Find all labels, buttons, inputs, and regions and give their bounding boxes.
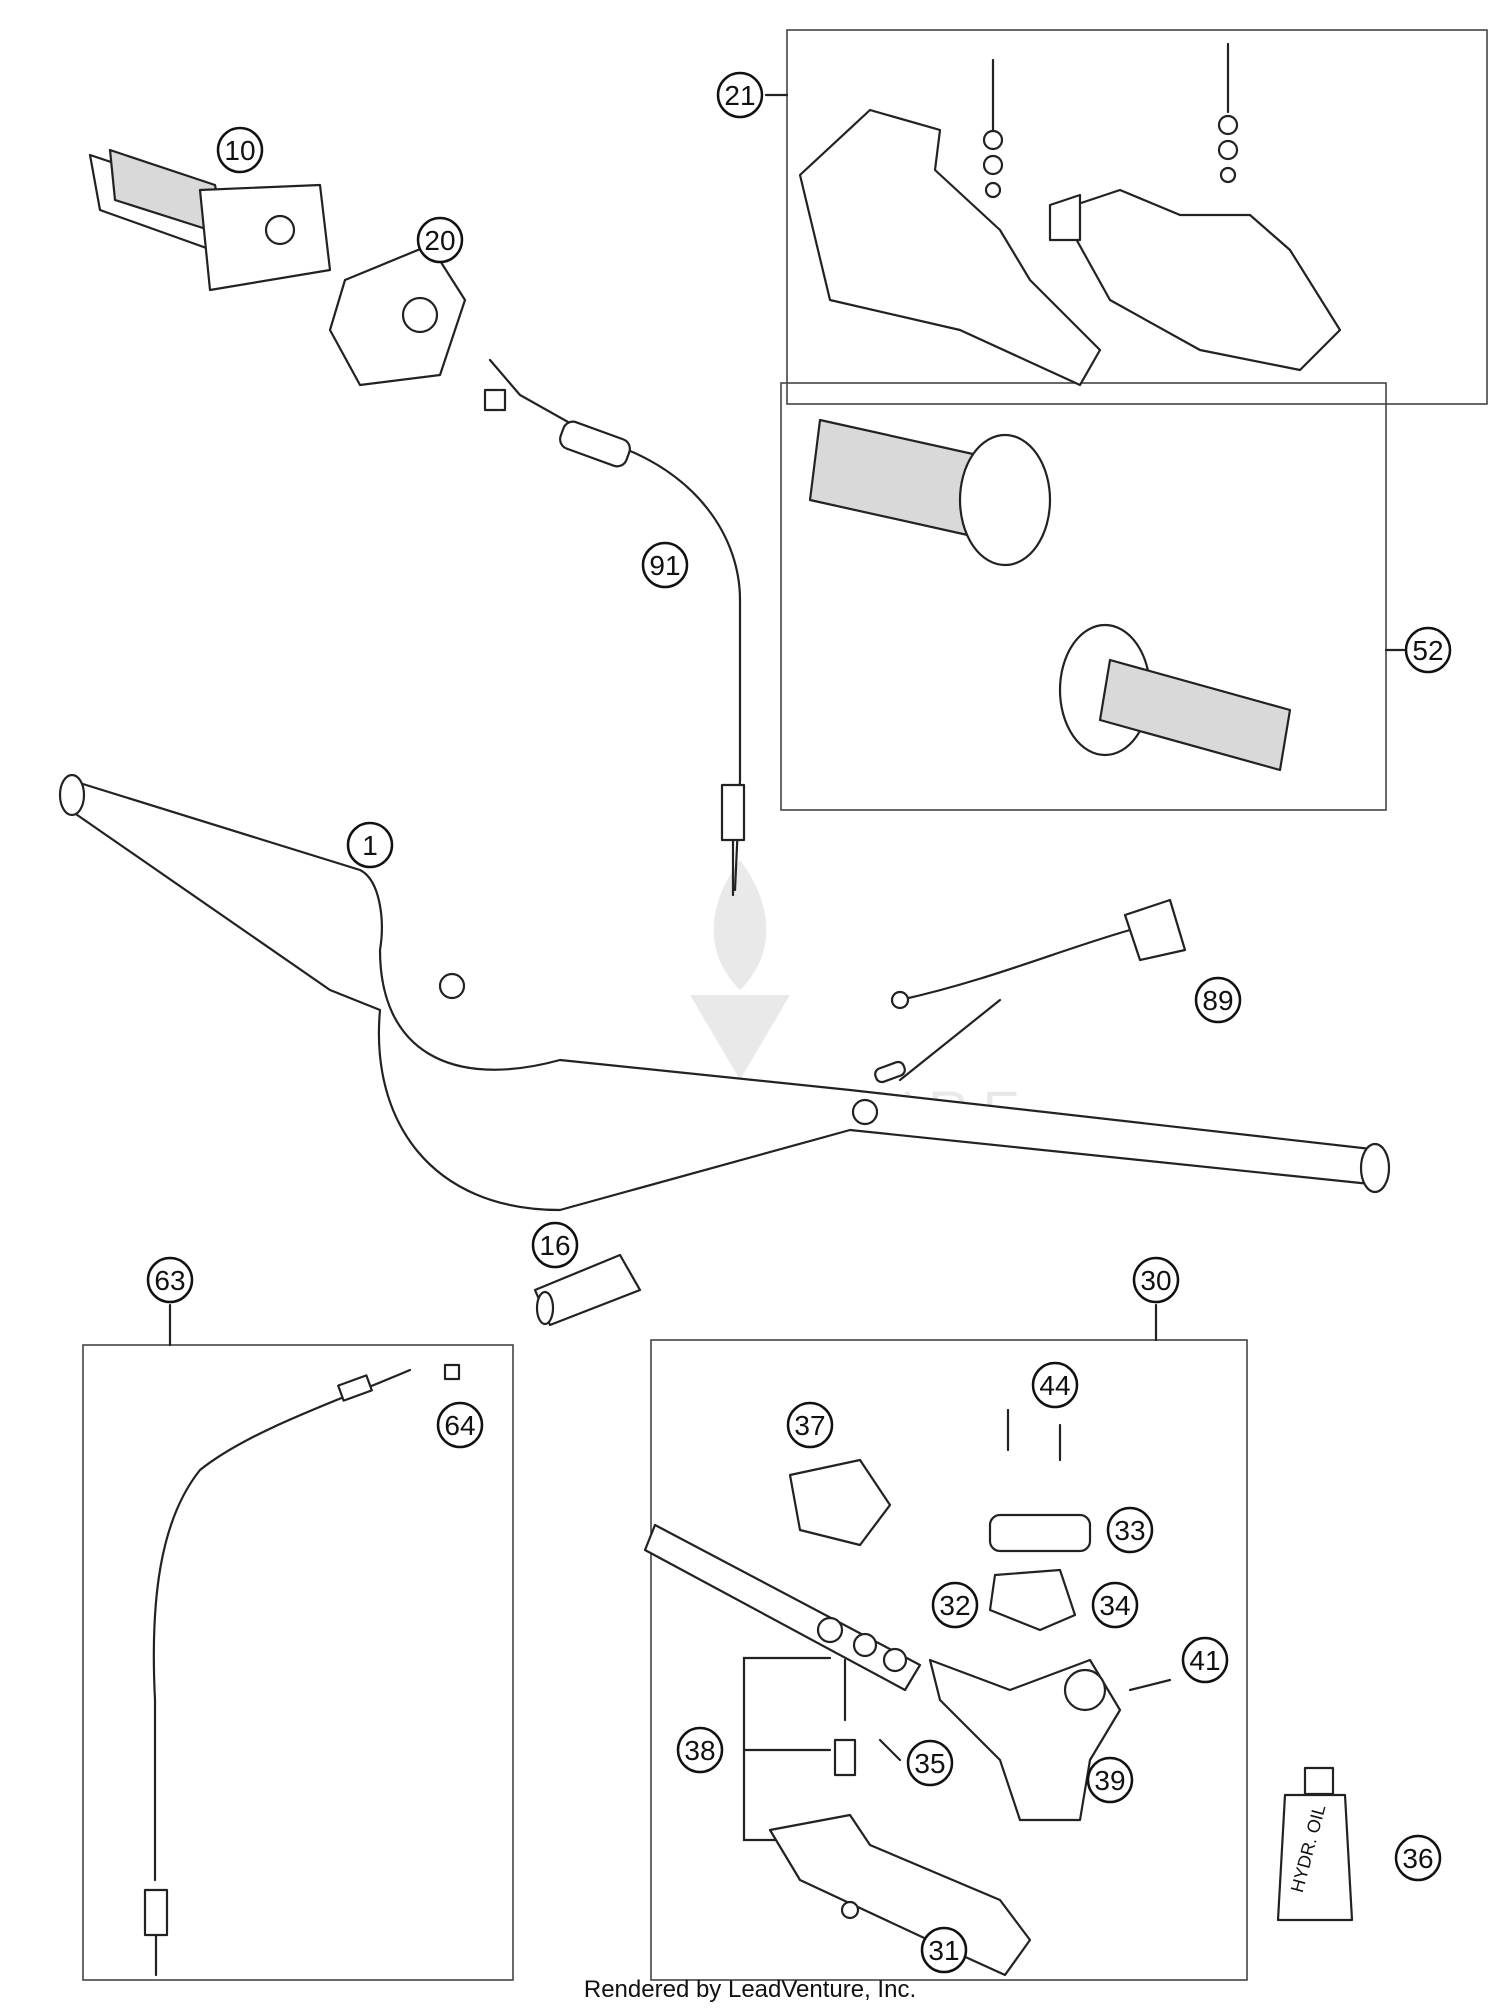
callout-41: 41 [1181, 1636, 1229, 1684]
callout-10: 10 [216, 126, 264, 174]
svg-text:39: 39 [1094, 1765, 1125, 1796]
svg-text:21: 21 [724, 80, 755, 111]
clutch-master-box [650, 1339, 1248, 1981]
callout-33: 33 [1106, 1506, 1154, 1554]
callout-16: 16 [531, 1221, 579, 1269]
callout-38: 38 [676, 1726, 724, 1774]
callout-21: 21 [716, 71, 764, 119]
callout-89: 89 [1194, 976, 1242, 1024]
callout-20: 20 [416, 216, 464, 264]
svg-text:38: 38 [684, 1735, 715, 1766]
svg-text:64: 64 [444, 1410, 475, 1441]
callout-44: 44 [1031, 1361, 1079, 1409]
svg-text:20: 20 [424, 225, 455, 256]
svg-text:37: 37 [794, 1410, 825, 1441]
callout-32: 32 [931, 1581, 979, 1629]
bar-end-plug [533, 1253, 642, 1327]
callout-36: 36 [1394, 1834, 1442, 1882]
svg-text:91: 91 [649, 550, 680, 581]
reservoir-diaphragm [988, 1568, 1077, 1632]
svg-text:35: 35 [914, 1748, 945, 1779]
hydraulic-oil-bottle: HYDR. OIL [1276, 1766, 1354, 1922]
callout-63: 63 [146, 1256, 194, 1304]
throttle-cable [483, 358, 746, 897]
callout-91: 91 [641, 541, 689, 589]
master-cylinder-body [928, 1658, 1172, 1822]
svg-text:30: 30 [1140, 1265, 1171, 1296]
svg-text:33: 33 [1114, 1515, 1145, 1546]
callout-30: 30 [1132, 1256, 1180, 1304]
svg-text:10: 10 [224, 135, 255, 166]
svg-text:52: 52 [1412, 635, 1443, 666]
kill-switch [874, 898, 1187, 1084]
handlebar [58, 773, 1391, 1212]
callout-35: 35 [906, 1739, 954, 1787]
clutch-cable [143, 1363, 461, 1977]
clutch-lever [768, 1658, 1032, 1977]
grip-set-box [780, 382, 1387, 811]
grip-pair [808, 418, 1292, 772]
callout-1: 1 [346, 821, 394, 869]
svg-text:34: 34 [1099, 1590, 1130, 1621]
handguard-kit-box [786, 29, 1488, 405]
svg-text:31: 31 [928, 1935, 959, 1966]
master-piston-kit [643, 1523, 922, 1692]
svg-text:1: 1 [362, 830, 378, 861]
svg-text:36: 36 [1402, 1843, 1433, 1874]
svg-text:63: 63 [154, 1265, 185, 1296]
svg-text:32: 32 [939, 1590, 970, 1621]
svg-text:89: 89 [1202, 985, 1233, 1016]
handguard-pair [798, 42, 1342, 387]
reservoir-cap [988, 1513, 1092, 1553]
throttle-housing-cover [328, 243, 467, 387]
clutch-cable-box [82, 1344, 514, 1981]
callout-37: 37 [786, 1401, 834, 1449]
callout-52: 52 [1404, 626, 1452, 674]
reservoir-cap-screws [1006, 1408, 1062, 1462]
throttle-grip-assembly [88, 148, 332, 292]
callout-39: 39 [1086, 1756, 1134, 1804]
callout-34: 34 [1091, 1581, 1139, 1629]
callout-31: 31 [920, 1926, 968, 1974]
callout-64: 64 [436, 1401, 484, 1449]
lever-bracket [788, 1458, 892, 1547]
svg-text:16: 16 [539, 1230, 570, 1261]
footer-credit: Rendered by LeadVenture, Inc. [583, 1976, 917, 2003]
svg-text:44: 44 [1039, 1370, 1070, 1401]
svg-text:41: 41 [1189, 1645, 1220, 1676]
